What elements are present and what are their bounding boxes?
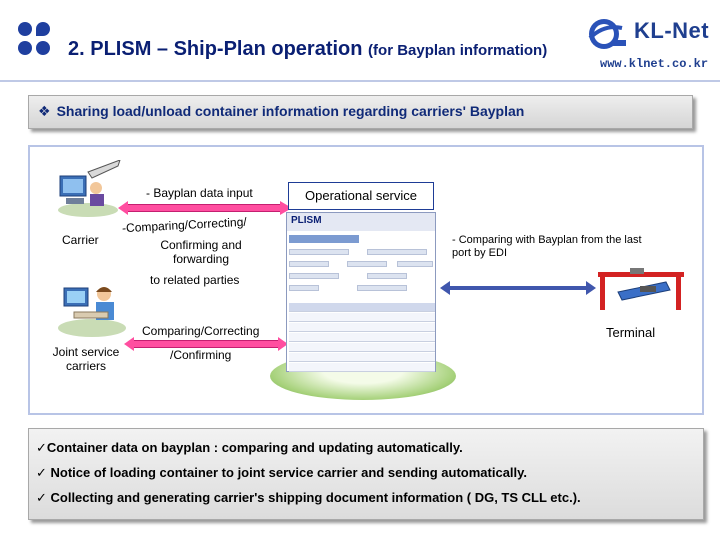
key-points-panel <box>28 428 704 520</box>
brand-name: KL-Net <box>634 18 710 43</box>
form-field <box>289 285 319 291</box>
bayplan-input-label: - Bayplan data input <box>146 186 253 200</box>
service-terminal-arrowtail <box>586 281 596 295</box>
form-field <box>397 261 433 267</box>
klnet-logo-icon <box>588 19 626 49</box>
summary-banner <box>28 95 693 129</box>
form-field <box>357 285 407 291</box>
slide-title: 2. PLISM – Ship-Plan operation (for Bayp… <box>68 38 547 61</box>
slide-title-subtitle: (for Bayplan information) <box>368 42 548 59</box>
confirming-forwarding-label: Confirming and forwarding <box>146 238 256 266</box>
service-to-joint-arrowhead <box>124 337 134 351</box>
carrier-to-service-arrowtail <box>118 201 128 215</box>
comparing-correcting-bottom-label: Comparing/Correcting <box>142 324 260 338</box>
edi-line2: port by EDI <box>452 247 508 259</box>
slide-logo-dots-icon <box>18 22 52 58</box>
key-point-3: ✓ Collecting and generating carrier's sh… <box>36 490 581 505</box>
service-to-joint-arrow <box>132 340 280 348</box>
key-point-1: ✓Container data on bayplan : comparing a… <box>36 440 463 455</box>
form-header <box>287 213 435 231</box>
terminal-label: Terminal <box>606 325 656 340</box>
operational-service-label: Operational service <box>305 188 417 203</box>
to-related-parties-label: to related parties <box>150 273 240 287</box>
form-field <box>347 261 387 267</box>
terminal-crane-icon <box>598 268 684 310</box>
form-table-row <box>289 333 435 342</box>
summary-banner-text: ❖ Sharing load/unload container informati… <box>38 103 524 120</box>
form-logo: PLISM <box>291 215 322 226</box>
edi-comparing-label: - Comparing with Bayplan from the last p… <box>452 234 642 260</box>
plism-form-screenshot: PLISM <box>286 212 436 372</box>
slide-title-main: 2. PLISM – Ship-Plan operation <box>68 38 363 60</box>
carrier-to-service-arrow <box>126 204 282 212</box>
service-terminal-arrowhead <box>440 281 450 295</box>
form-table-row <box>289 323 435 332</box>
form-table-header <box>289 303 435 312</box>
confirming-line1: Confirming and <box>160 238 242 252</box>
form-title-bar <box>289 235 359 243</box>
key-point-2: ✓ Notice of loading container to joint s… <box>36 465 528 480</box>
joint-carriers-line2: carriers <box>65 359 106 373</box>
form-field <box>289 273 339 279</box>
form-field <box>289 261 329 267</box>
operational-service-box <box>288 182 434 210</box>
joint-carriers-label: Joint service carriers <box>40 345 132 373</box>
form-field <box>289 249 349 255</box>
service-terminal-arrow <box>448 286 588 290</box>
joint-carrier-person-icon <box>58 287 126 337</box>
confirming-line2: forwarding <box>172 252 230 266</box>
edi-line1: - Comparing with Bayplan from the last <box>452 234 642 246</box>
form-table-row <box>289 363 435 372</box>
service-to-joint-arrowtail <box>278 337 288 351</box>
form-field <box>367 249 427 255</box>
form-table-row <box>289 313 435 322</box>
brand-url: www.klnet.co.kr <box>600 57 709 71</box>
confirming-bottom-label: /Confirming <box>170 348 232 362</box>
header-divider <box>0 80 720 82</box>
banner-label: Sharing load/unload container informatio… <box>56 103 525 119</box>
form-field <box>367 273 407 279</box>
carrier-computer-icon <box>58 160 121 217</box>
diamond-bullet-icon: ❖ <box>38 103 51 119</box>
joint-carriers-line1: Joint service <box>52 345 120 359</box>
form-table-row <box>289 353 435 362</box>
carrier-label: Carrier <box>62 233 99 247</box>
form-table-row <box>289 343 435 352</box>
